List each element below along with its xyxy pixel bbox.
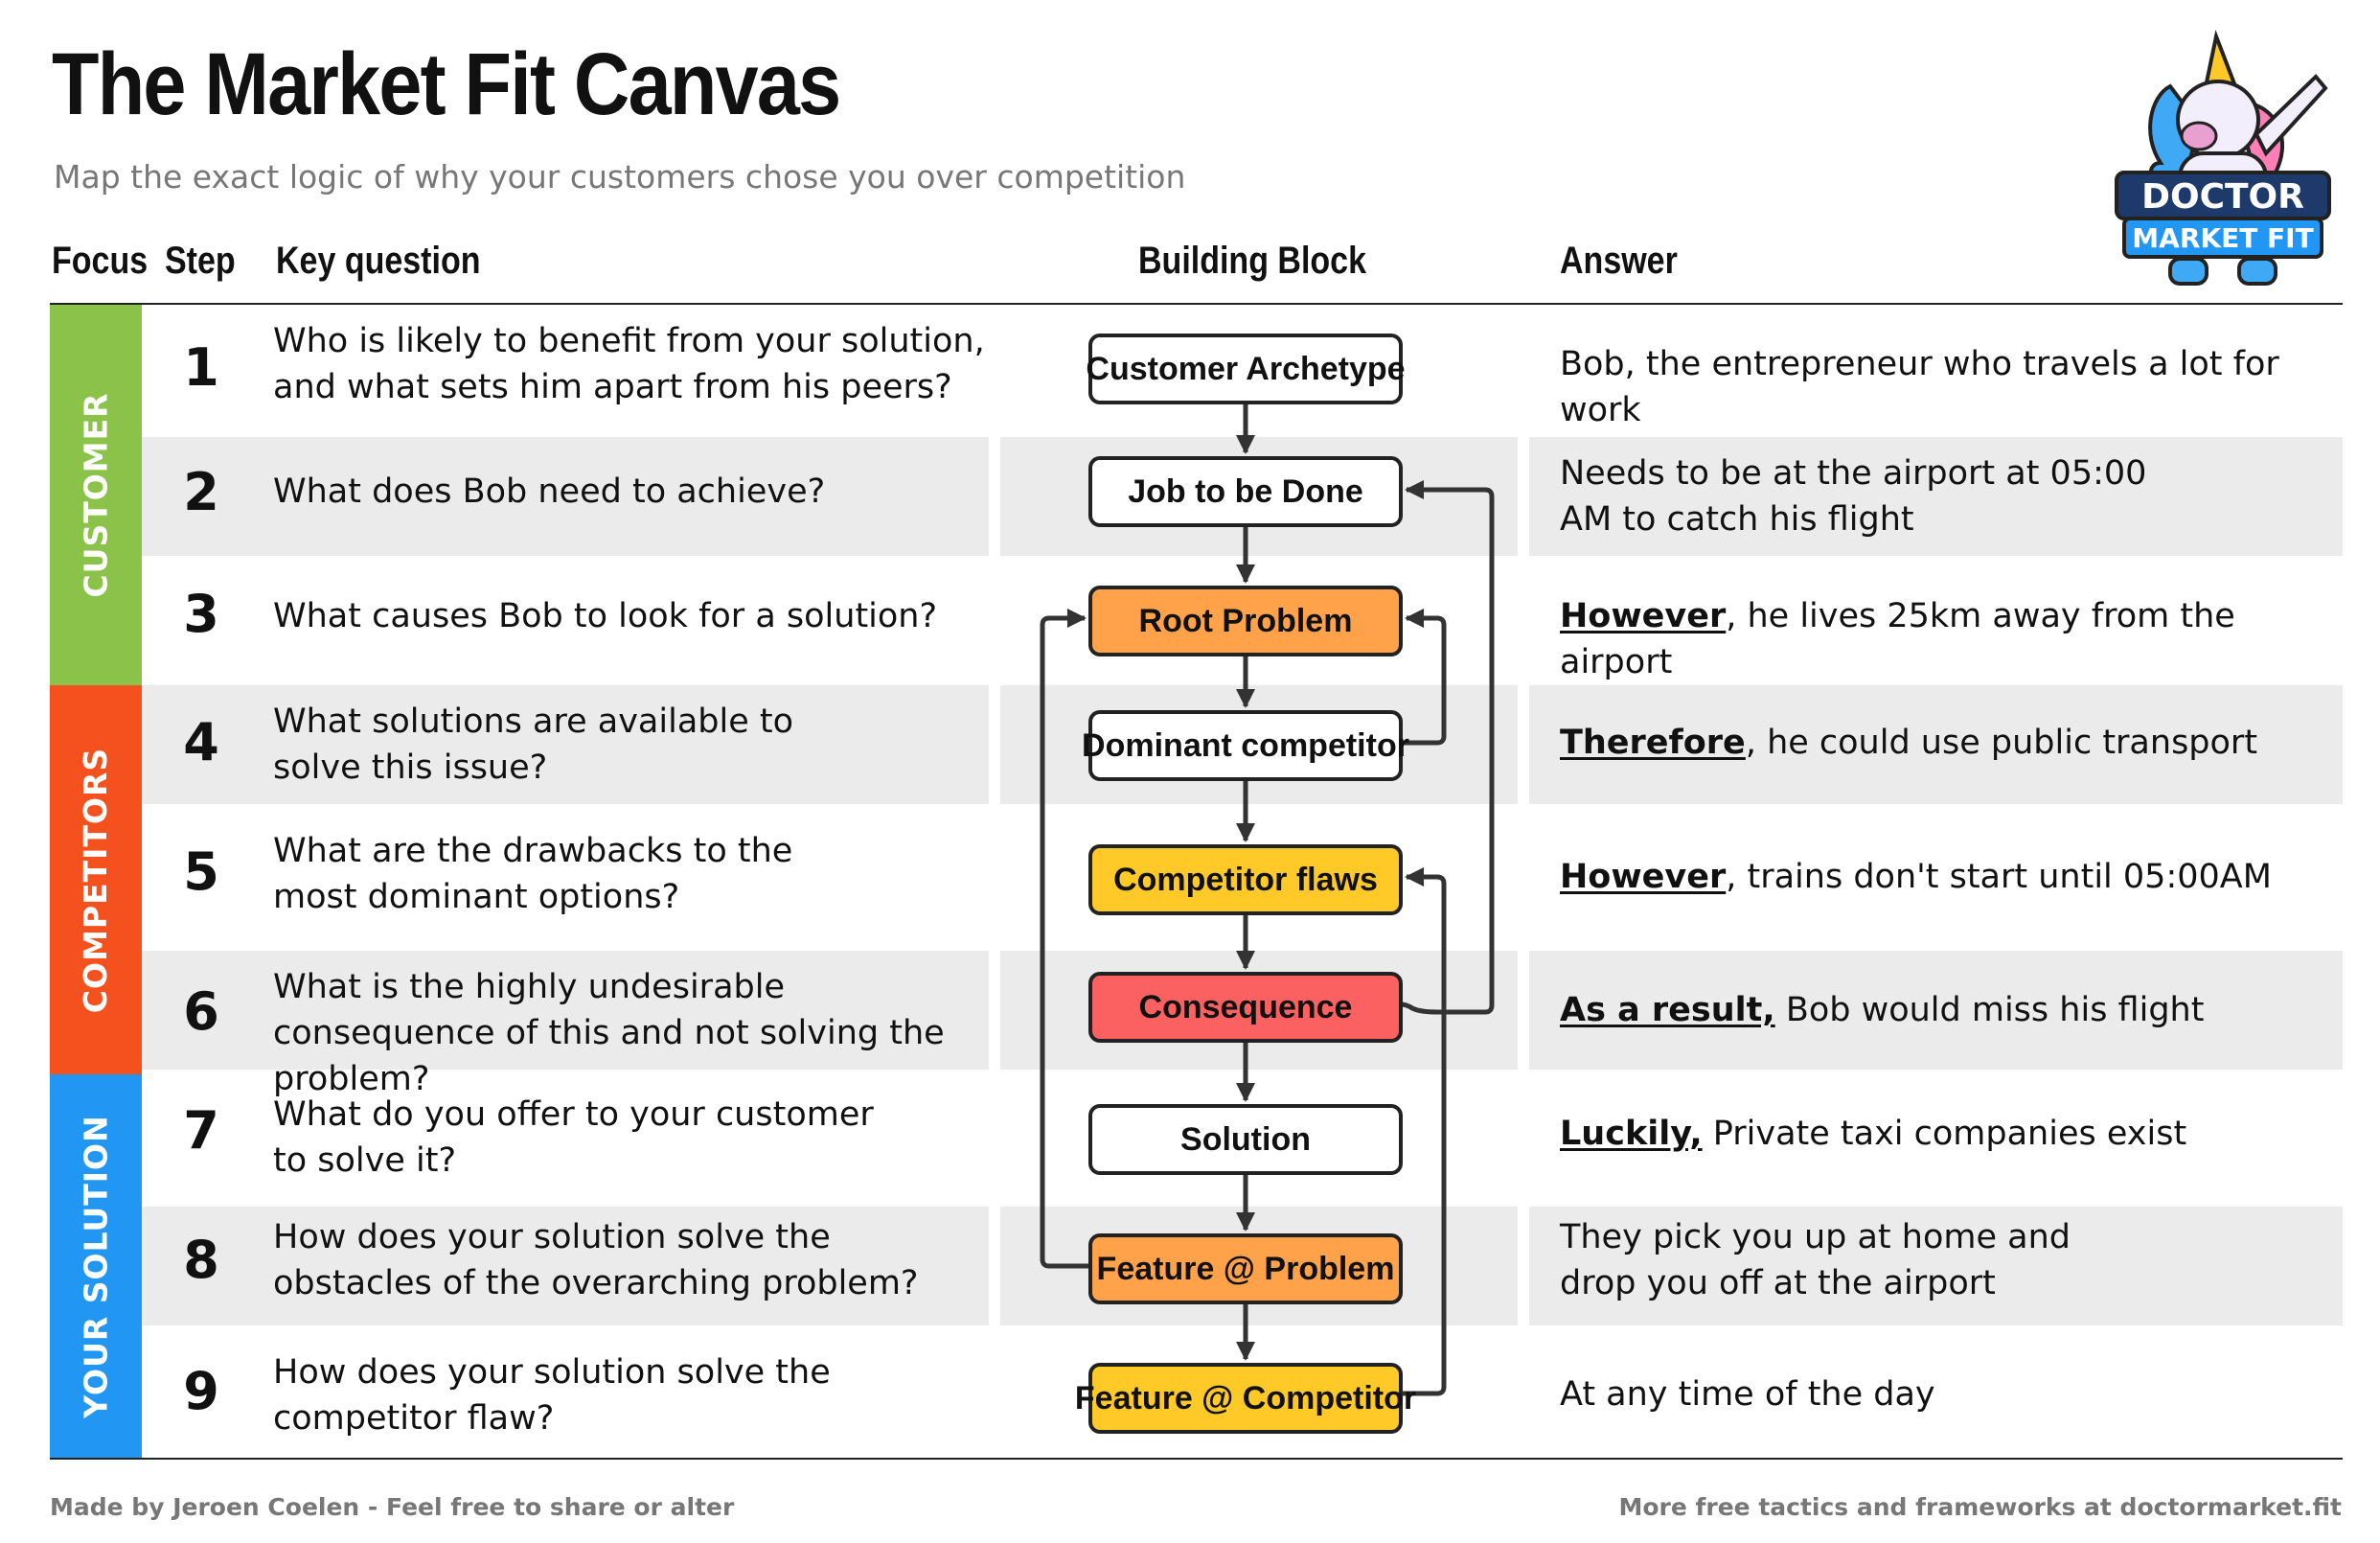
- footer-divider: [50, 1458, 2343, 1460]
- col-header-building-block: Building Block: [1138, 240, 1366, 282]
- page-subtitle: Map the exact logic of why your customer…: [54, 158, 1186, 196]
- answer-body: Bob, the entrepreneur who travels a lot …: [1560, 345, 2279, 429]
- answer-body: Needs to be at the airport at 05:00 AM t…: [1560, 454, 2147, 539]
- block-solution: Solution: [1088, 1104, 1403, 1175]
- answer-body: Bob would miss his flight: [1774, 991, 2205, 1029]
- key-question: What are the drawbacks to the most domin…: [273, 832, 793, 916]
- block-consequence: Consequence: [1088, 972, 1403, 1043]
- answer-body: , trains don't start until 05:00AM: [1726, 858, 2272, 896]
- logo-line1: DOCTOR: [2141, 177, 2304, 217]
- answer-body: , he lives 25km away from the airport: [1560, 597, 2235, 681]
- footer-link[interactable]: More free tactics and frameworks at doct…: [1618, 1493, 2342, 1521]
- key-question: Who is likely to benefit from your solut…: [273, 322, 985, 406]
- row-band: [1529, 685, 2343, 804]
- block-feature-at-competitor: Feature @ Competitor: [1075, 1363, 1416, 1434]
- block-customer-archetype: Customer Archetype: [1086, 334, 1406, 404]
- row-band: [142, 951, 989, 1070]
- step-number: 1: [183, 337, 219, 398]
- row-band: [142, 685, 989, 804]
- block-competitor-flaws: Competitor flaws: [1088, 844, 1403, 915]
- key-question: What does Bob need to achieve?: [273, 472, 826, 511]
- answer-text: However, he lives 25km away from the air…: [1560, 594, 2326, 686]
- answer-lead: However: [1560, 858, 1727, 896]
- feedback-arrow: [1401, 867, 1447, 1396]
- answer-text: Therefore, he could use public transport: [1560, 721, 2326, 767]
- block-label: Dominant competitor: [1082, 727, 1409, 764]
- answer-text: They pick you up at home and drop you of…: [1560, 1215, 2096, 1307]
- step-number: 8: [183, 1230, 219, 1290]
- answer-text: Bob, the entrepreneur who travels a lot …: [1560, 342, 2326, 434]
- block-root-problem: Root Problem: [1088, 586, 1403, 656]
- answer-text: As a result, Bob would miss his flight: [1560, 988, 2326, 1034]
- block-label: Job to be Done: [1128, 473, 1363, 510]
- key-question: What is the highly undesirable consequen…: [273, 968, 945, 1098]
- row-band: [1529, 1207, 2343, 1325]
- focus-bar-competitors: COMPETITORS: [50, 685, 142, 1074]
- key-question: How does your solution solve the competi…: [273, 1353, 831, 1438]
- block-feature-at-problem: Feature @ Problem: [1088, 1233, 1403, 1304]
- answer-body: At any time of the day: [1560, 1375, 1935, 1414]
- block-label: Competitor flaws: [1113, 862, 1378, 898]
- footer-credit: Made by Jeroen Coelen - Feel free to sha…: [50, 1493, 735, 1521]
- block-label: Root Problem: [1139, 603, 1353, 639]
- block-label: Customer Archetype: [1086, 351, 1405, 387]
- answer-text: Luckily, Private taxi companies exist: [1560, 1112, 2326, 1158]
- doctor-market-fit-logo: DOCTOR MARKET FIT: [2113, 19, 2333, 288]
- answer-body: , he could use public transport: [1745, 724, 2258, 762]
- focus-bar-customer: CUSTOMER: [50, 305, 142, 685]
- focus-bar-your-solution: YOUR SOLUTION: [50, 1074, 142, 1458]
- header-divider: [50, 303, 2343, 305]
- step-number: 7: [183, 1100, 219, 1161]
- key-question: How does your solution solve the obstacl…: [273, 1218, 919, 1302]
- key-question: What do you offer to your customer to so…: [273, 1095, 874, 1180]
- answer-lead: Therefore: [1560, 724, 1746, 762]
- feedback-arrow: [1400, 480, 1495, 1015]
- block-label: Feature @ Competitor: [1075, 1380, 1416, 1416]
- block-dominant-competitor: Dominant competitor: [1082, 710, 1409, 781]
- step-number: 6: [183, 981, 219, 1042]
- row-band: [142, 1207, 989, 1325]
- row-band: [1529, 437, 2343, 556]
- block-label: Consequence: [1139, 989, 1353, 1025]
- row-band: [1529, 951, 2343, 1070]
- answer-text: At any time of the day: [1560, 1372, 2326, 1418]
- key-question: What solutions are available to solve th…: [273, 702, 794, 787]
- page-title: The Market Fit Canvas: [52, 35, 841, 133]
- feedback-arrow: [1040, 609, 1090, 1269]
- col-header-focus: Focus: [52, 240, 149, 282]
- step-number: 3: [183, 584, 219, 644]
- answer-text: However, trains don't start until 05:00A…: [1560, 855, 2326, 901]
- block-job-to-be-done: Job to be Done: [1088, 456, 1403, 527]
- unicorn-mascot-icon: DOCTOR MARKET FIT: [2115, 29, 2331, 286]
- step-number: 9: [183, 1361, 219, 1421]
- feedback-arrow: [1401, 609, 1447, 746]
- answer-text: Needs to be at the airport at 05:00 AM t…: [1560, 451, 2192, 543]
- block-label: Solution: [1180, 1121, 1311, 1158]
- answer-body: Private taxi companies exist: [1702, 1115, 2187, 1153]
- answer-lead: However: [1560, 597, 1727, 635]
- row-band: [142, 437, 989, 556]
- answer-lead: Luckily,: [1560, 1115, 1703, 1153]
- step-number: 2: [183, 462, 219, 522]
- key-question: What causes Bob to look for a solution?: [273, 597, 938, 635]
- col-header-question: Key question: [276, 240, 481, 282]
- block-label: Feature @ Problem: [1097, 1251, 1395, 1287]
- col-header-step: Step: [165, 240, 236, 282]
- step-number: 4: [183, 712, 219, 772]
- step-number: 5: [183, 841, 219, 902]
- logo-line2: MARKET FIT: [2132, 222, 2313, 254]
- col-header-answer: Answer: [1560, 240, 1678, 282]
- answer-lead: As a result,: [1560, 991, 1775, 1029]
- answer-body: They pick you up at home and drop you of…: [1560, 1218, 2071, 1302]
